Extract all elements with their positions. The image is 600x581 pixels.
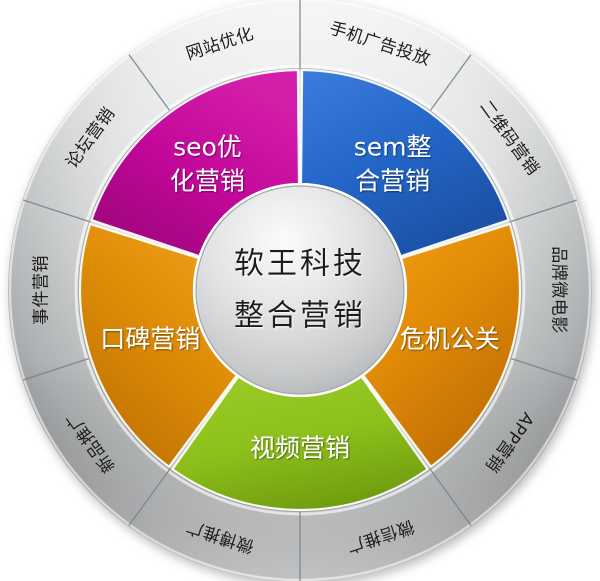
outer-ring-divider (128, 54, 171, 111)
outer-ring-divider (23, 199, 90, 223)
inner-segment-label-crisis-pr: 危机公关 (400, 324, 500, 353)
outer-ring-label-brand-microfilm: 品牌微电影 (549, 246, 569, 334)
outer-ring-label-event-marketing: 事件营销 (32, 255, 52, 325)
outer-ring-divider (23, 357, 90, 381)
inner-segment-label-sem: sem整合营销 (354, 132, 432, 195)
inner-segment-label-seo: seo优化营销 (170, 132, 245, 195)
hub-line-1: 软王科技 (234, 247, 366, 282)
hub-line-2: 整合营销 (234, 299, 366, 334)
outer-ring-divider (510, 199, 577, 223)
hub-disc[interactable] (195, 185, 405, 395)
outer-ring-divider (429, 469, 472, 526)
outer-ring-divider (128, 469, 171, 526)
inner-segment-label-word-of-mouth: 口碑营销 (100, 324, 200, 353)
outer-ring-divider (429, 54, 472, 111)
outer-ring-divider (510, 357, 577, 381)
inner-color-ring (78, 68, 522, 512)
inner-segment-label-video: 视频营销 (250, 433, 350, 462)
